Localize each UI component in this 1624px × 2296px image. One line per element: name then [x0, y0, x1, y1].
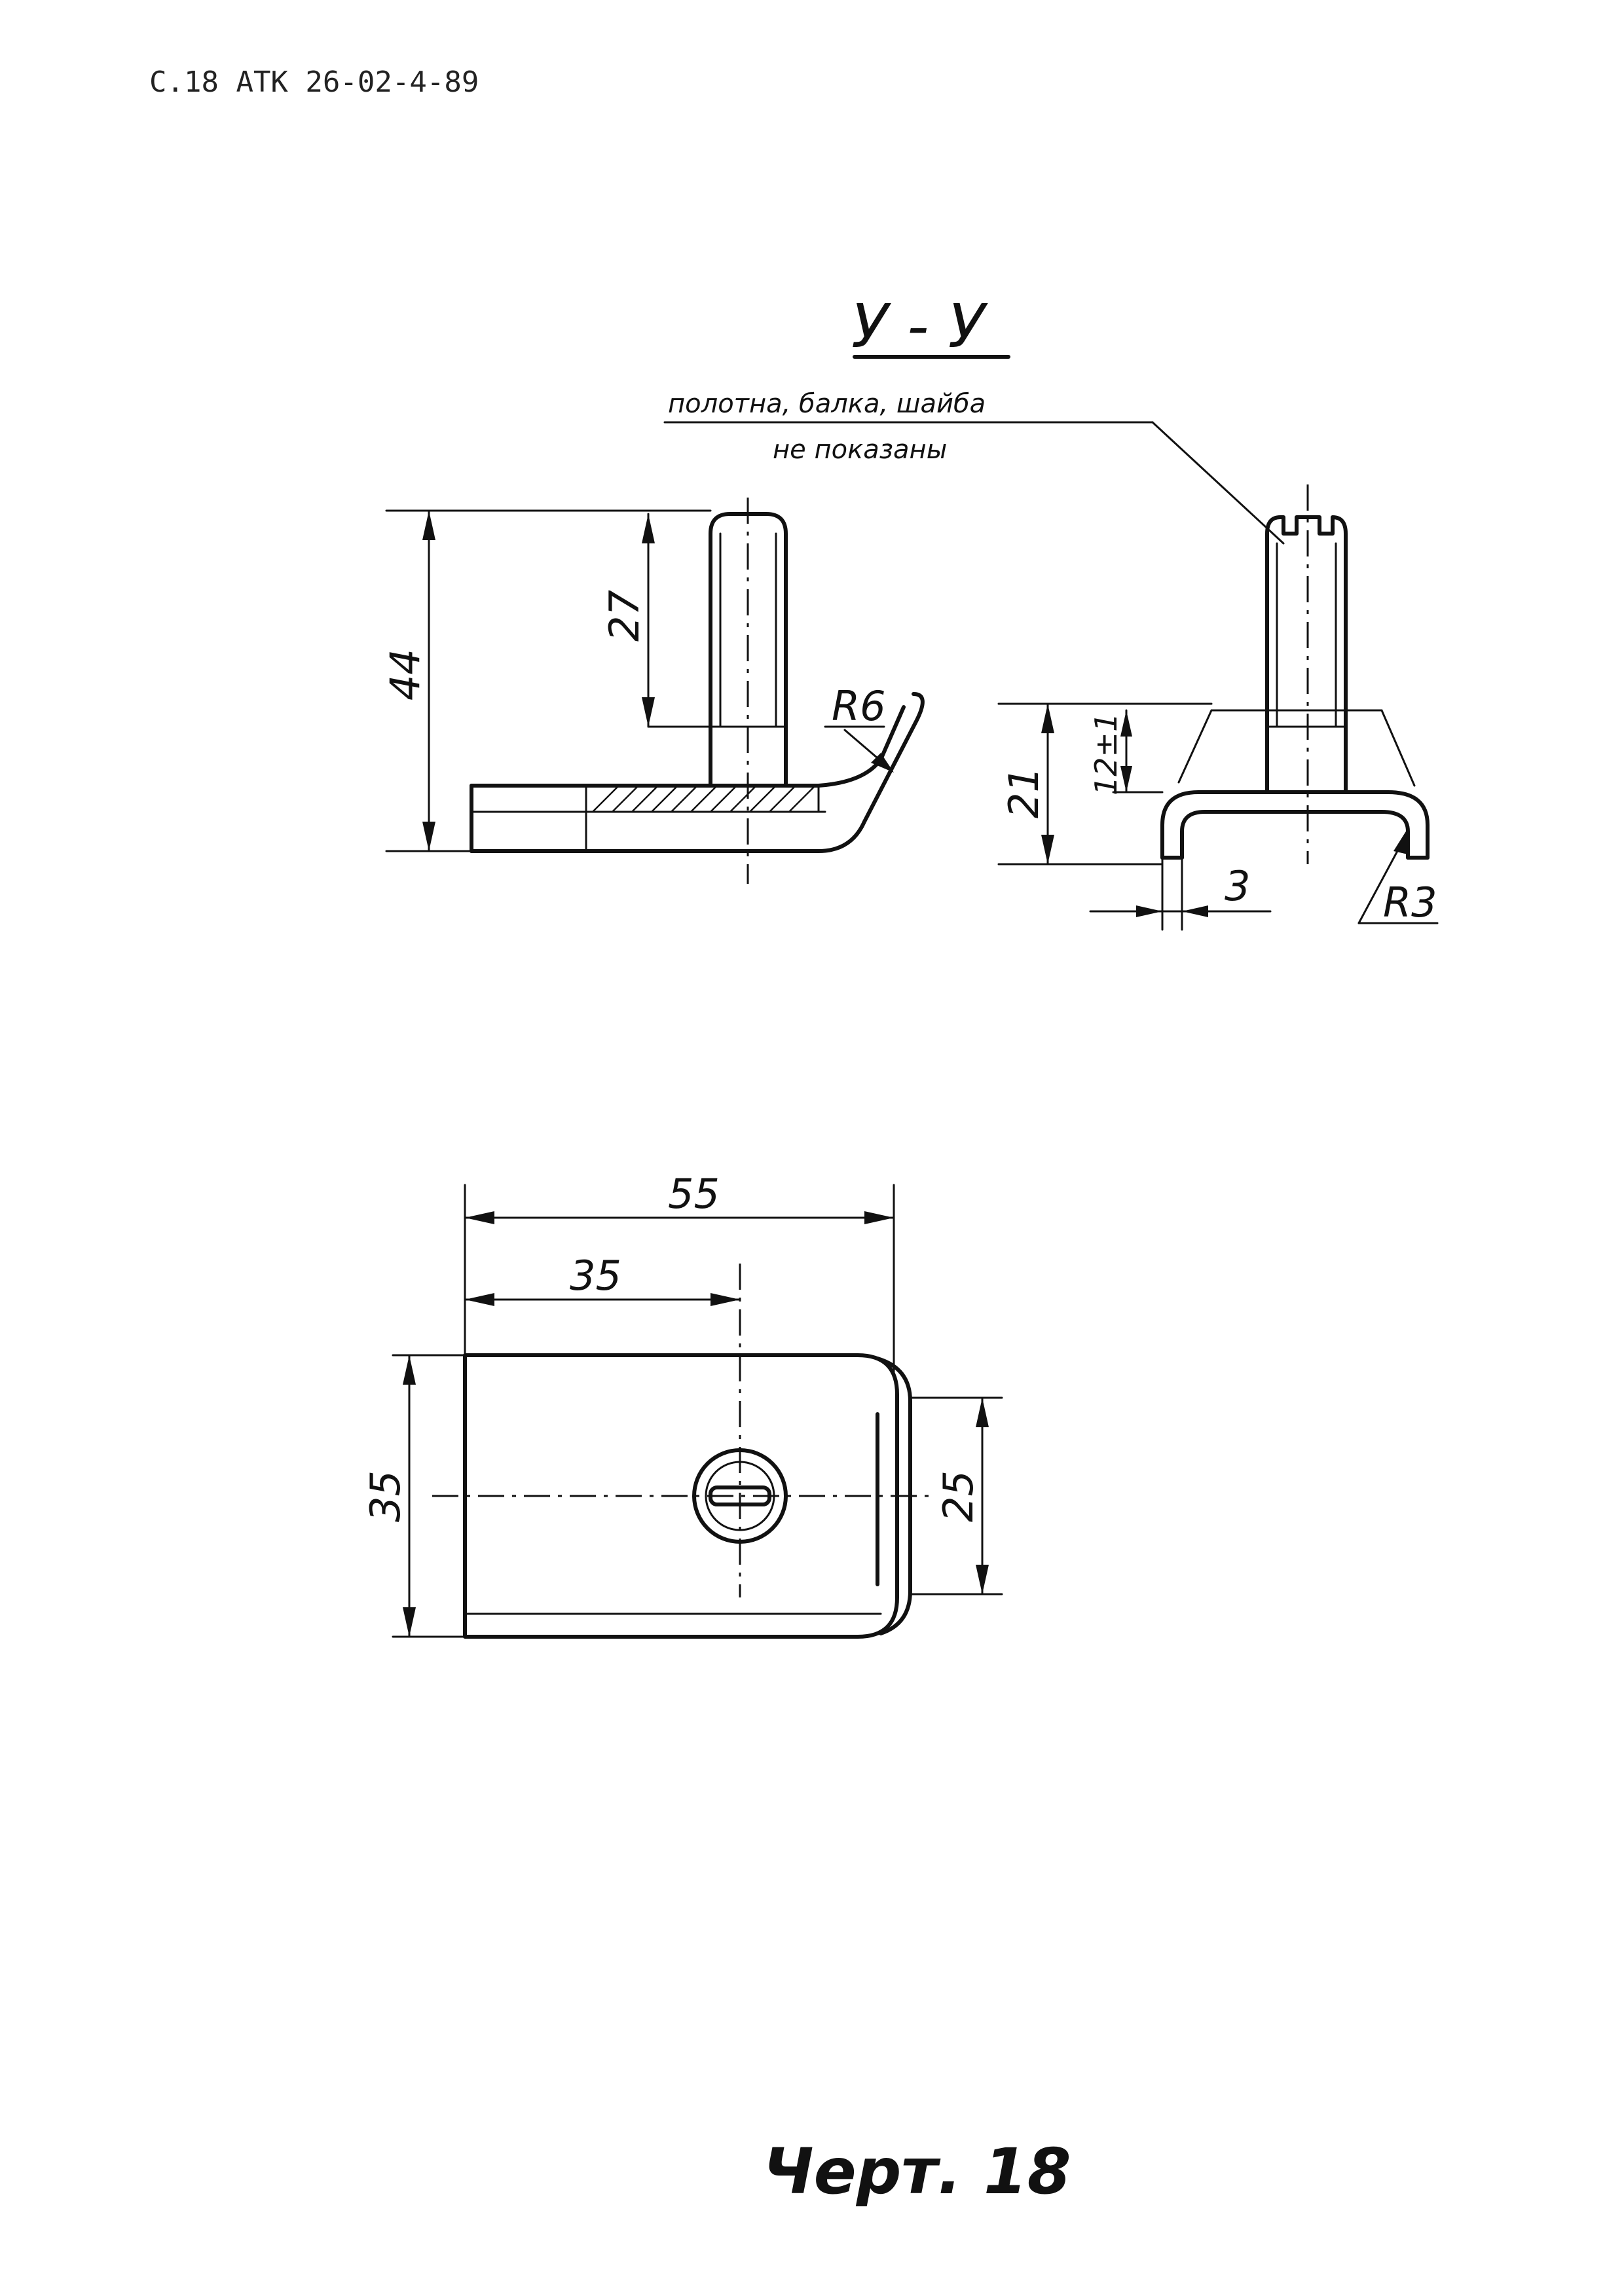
dim-flange-width: 25: [934, 1470, 982, 1522]
trapezoid-outline: [1177, 709, 1416, 787]
channel-outer: [1160, 790, 1430, 860]
page-reference: С.18 АТК 26-02-4-89: [149, 65, 479, 99]
dim35h-arrow-left: [465, 1293, 494, 1306]
section-title: У - У: [851, 291, 988, 361]
stud-slot: [709, 1485, 771, 1506]
dim35v-arrow-top: [403, 1355, 416, 1385]
dim25-arrow-bottom: [976, 1565, 989, 1594]
section-note-line1: полотна, балка, шайба: [668, 389, 986, 419]
radius-r6-label: R6: [832, 682, 886, 730]
figure-caption: Черт. 18: [763, 2135, 1071, 2208]
r6-arrow: [871, 753, 894, 773]
note-leader: [1151, 421, 1285, 545]
stud-outer-circle: [692, 1448, 788, 1544]
plan-view: 55 35 35 25: [361, 1170, 1003, 1639]
dim35v-arrow-bottom: [403, 1607, 416, 1637]
dim44-arrow-bottom: [422, 822, 435, 851]
dim-inner-height: 12±1: [1088, 713, 1124, 795]
dim-hole-offset: 35: [570, 1252, 621, 1300]
dim-plan-width: 35: [361, 1470, 409, 1522]
side-view: 44 27 R6: [381, 498, 925, 884]
dim-plan-length: 55: [668, 1170, 720, 1218]
channel-inner: [1180, 810, 1410, 860]
hatched-strip: [585, 784, 820, 813]
dim27-arrow-top: [642, 514, 655, 543]
base-plate-bottom-edge: [470, 692, 925, 853]
dim25-arrow-top: [976, 1398, 989, 1427]
section-view: 21 12±1 3 R3: [997, 484, 1439, 931]
stud-inner-circle: [705, 1461, 775, 1531]
hatch-pattern: [592, 785, 816, 812]
dim-section-height: 21: [1000, 767, 1048, 818]
dim44-arrow-top: [422, 511, 435, 540]
dim-stud-height: 27: [600, 590, 648, 642]
dim-total-height: 44: [381, 649, 429, 701]
r3-arrow: [1393, 828, 1408, 854]
section-note-line2: не показаны: [773, 435, 947, 465]
dim35h-arrow-right: [710, 1293, 740, 1306]
dim12-arrow-bottom: [1120, 766, 1132, 792]
dim55-arrow-left: [465, 1211, 494, 1224]
dim3-arrow-right: [1182, 905, 1208, 917]
dim55-arrow-right: [864, 1211, 894, 1224]
slotted-stud: [1265, 515, 1348, 794]
dim12-arrow-top: [1120, 710, 1132, 737]
radius-r3-label: R3: [1383, 879, 1437, 926]
dim21-arrow-bottom: [1041, 835, 1054, 864]
dim-thickness: 3: [1225, 862, 1250, 910]
dim21-arrow-top: [1041, 704, 1054, 733]
dim27-arrow-bottom: [642, 697, 655, 727]
dim3-arrow-left: [1136, 905, 1162, 917]
